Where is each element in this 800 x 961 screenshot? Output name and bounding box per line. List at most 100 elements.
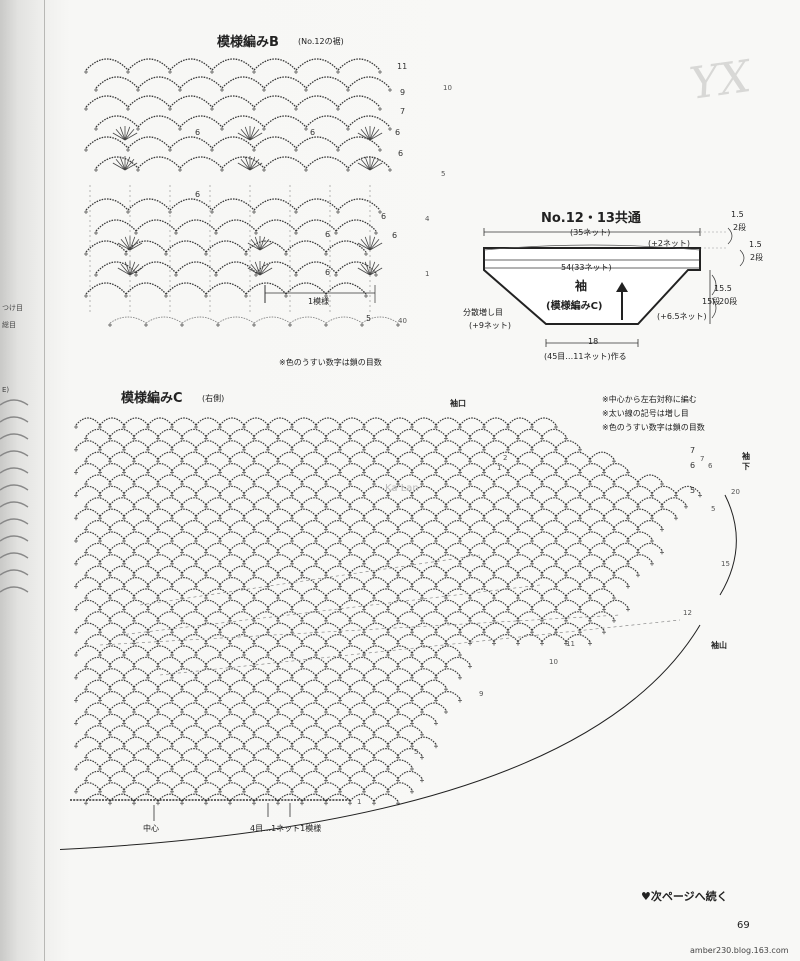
- diagram-b-row-10-stitches: [94, 273, 378, 277]
- left-edge-arcs: [0, 399, 29, 593]
- diagram-c-note-3: ※色のうすい数字は鎖の目数: [602, 423, 705, 432]
- diagram-c-row-4: [85, 451, 615, 460]
- diagram-c-title: 模様編みC: [121, 391, 183, 406]
- diagram-b-row-6c: 6: [381, 212, 387, 221]
- diagram-b-inner-6a: 6: [195, 128, 201, 137]
- diagram-b-row-3-stitches: [84, 107, 382, 111]
- diagram-c-row-1: [75, 417, 557, 426]
- diagram-c-row-8-stitches: [84, 504, 688, 509]
- continue-next-page: ♥次ページへ続く: [641, 890, 728, 903]
- diagram-c-row-3-stitches: [74, 447, 582, 452]
- diagram-c-row-22: [85, 656, 471, 665]
- diagram-c-row-20: [85, 634, 591, 642]
- diagram-b-inner-6b: 6: [310, 128, 316, 137]
- diagram-c-row-23: [75, 668, 461, 677]
- diagram-c-row-5b: 5: [414, 748, 419, 756]
- diagram-c-row-24-stitches: [84, 687, 448, 692]
- diagram-b-row-40: 40: [398, 317, 407, 325]
- diagram-c-row-3: [75, 440, 581, 449]
- diagram-b-row-6d: 6: [392, 231, 398, 240]
- diagram-c-row-19-stitches: [74, 630, 606, 635]
- diagram-b-row-2: [95, 76, 391, 89]
- schematic-top-increase: (+2ネット): [648, 239, 691, 248]
- diagram-c-row-33: [75, 782, 413, 791]
- center-label: 中心: [143, 824, 159, 833]
- diagram-c-row-34-stitches: [84, 801, 400, 806]
- diagram-c-row-19: [75, 622, 605, 631]
- diagram-b-subtitle: (No.12の裾): [298, 37, 344, 46]
- diagram-c-guides: [99, 554, 681, 676]
- diagram-b-row-5: [85, 136, 381, 149]
- diagram-c-row-17-stitches: [74, 607, 630, 612]
- diagram-c-row-18-stitches: [84, 618, 616, 623]
- diagram-c-row-15: 15: [721, 560, 730, 568]
- diagram-c-row-32: [85, 770, 423, 779]
- left-edge-fragment-1: つけ目: [2, 304, 23, 312]
- diagram-c-row-1b: 1: [357, 798, 362, 806]
- diagram-c-row-25-stitches: [74, 698, 462, 703]
- diagram-b-row-4: [95, 115, 391, 128]
- schematic-title: No.12・13共通: [541, 211, 641, 226]
- diagram-b-row-11-stitches: [84, 294, 368, 298]
- diagram-c-row-27-stitches: [74, 721, 438, 726]
- diagram-c-row-10: 10: [549, 658, 558, 666]
- diagram-c-row-5: 5: [690, 486, 696, 495]
- diagram-c-row-6: [85, 474, 663, 483]
- diagram-c-row-7: [75, 485, 701, 494]
- diagram-b-row-7-stitches: [84, 210, 382, 214]
- schematic-left-note-1: 分散増し目: [463, 308, 503, 317]
- sleeve-cap-curve: [60, 624, 701, 850]
- diagram-c-row-26: [85, 702, 447, 711]
- diagram-c-row-21-stitches: [74, 653, 462, 657]
- diagram-b-row-11: [85, 282, 367, 295]
- diagram-c-row-14: [85, 565, 639, 574]
- diagram-b-fans: [112, 126, 383, 276]
- sleeve-side-curve: [719, 494, 737, 596]
- diagram-c-row-1-stitches: [74, 425, 558, 429]
- diagram-c-mark-6: 6: [708, 462, 713, 470]
- diagram-c-row-30: [85, 748, 423, 756]
- diagram-b-row-2-stitches: [94, 88, 392, 92]
- diagram-c-mark-7: 7: [700, 455, 705, 463]
- diagram-c-row-1: 1: [497, 464, 502, 472]
- diagram-c-row-22-stitches: [84, 664, 472, 669]
- gutter-line: [44, 0, 45, 961]
- diagram-c-row-13-stitches: [74, 561, 654, 566]
- diagram-c-row-15-stitches: [74, 584, 630, 589]
- diagram-c-row-7-stitches: [74, 493, 702, 498]
- diagram-c-row-11-stitches: [74, 539, 654, 543]
- dim-top-rows: 2段: [733, 223, 747, 232]
- diagram-c-chart: [60, 417, 737, 850]
- diagram-b-row-7: 7: [400, 107, 406, 116]
- diagram-b-row-9: [85, 240, 367, 253]
- diagram-c-row-5: [75, 463, 629, 471]
- diagram-c-row-20: 20: [731, 488, 740, 496]
- diagram-c-row-9: [75, 508, 677, 517]
- diagram-c-row-26-stitches: [84, 710, 448, 714]
- diagram-c-row-8: [85, 497, 687, 506]
- diagram-b-row-9: 9: [400, 88, 406, 97]
- diagram-c-row-17: [75, 599, 629, 608]
- sleeve-bottom-label: 袖下: [742, 452, 750, 471]
- diagram-c-row-9: 9: [479, 690, 484, 698]
- schematic-part-name: 袖: [575, 279, 588, 293]
- diagram-c-row-23-stitches: [74, 675, 462, 680]
- diagram-c-row-6: 6: [690, 461, 696, 470]
- diagram-c-note-2: ※太い線の記号は増し目: [602, 409, 689, 418]
- watermark-text: Ka Lan: [385, 483, 419, 494]
- diagram-c-cuff-label: 袖口: [450, 399, 466, 408]
- diagram-b-row-7: [85, 198, 381, 211]
- diagram-b-foundation: [109, 316, 399, 324]
- dim-side-cm: 15.5: [714, 284, 732, 293]
- diagram-c-row-2: 2: [503, 454, 508, 462]
- diagram-c-row-31: [75, 759, 413, 768]
- diagram-c-row-18: [85, 611, 615, 620]
- schematic-bottom-note: (45目…11ネット)作る: [544, 352, 627, 361]
- diagram-b-repeat-label: 1模様: [308, 297, 330, 306]
- diagram-c-row-28: [85, 725, 423, 734]
- diagram-c-row-31-stitches: [74, 767, 414, 771]
- diagram-c-row-11: 11: [566, 640, 575, 648]
- page-number: 69: [737, 920, 750, 931]
- diagram-b-row-5b: 5: [366, 314, 372, 323]
